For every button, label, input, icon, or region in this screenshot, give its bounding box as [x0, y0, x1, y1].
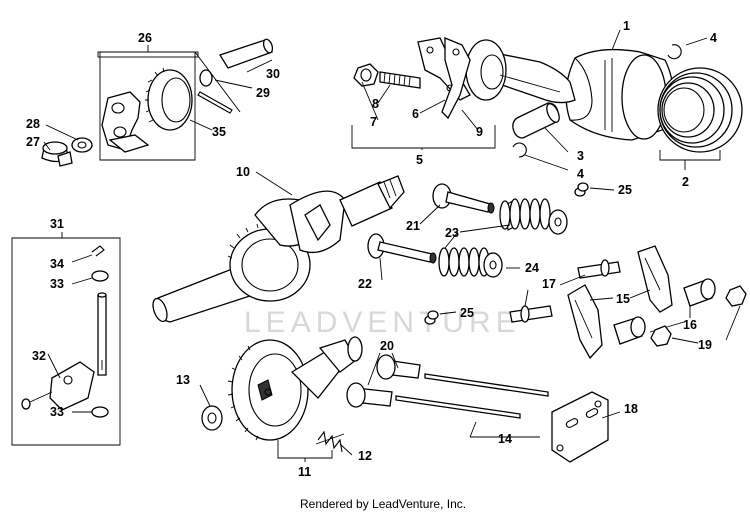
valve-spring-upper-drawing [499, 198, 568, 235]
callout-17: 17 [542, 277, 556, 291]
pushrod-lower-drawing [395, 395, 521, 419]
washer-29-drawing [199, 69, 213, 87]
breather-valve-drawing [91, 245, 105, 257]
seal-33-bottom-drawing [91, 406, 109, 418]
callout-34: 34 [50, 257, 64, 271]
decomp-spring-drawing [315, 430, 345, 453]
callout-32: 32 [32, 349, 46, 363]
callout-29: 29 [256, 86, 270, 100]
governor-flyweight-drawing [101, 91, 150, 153]
crankshaft-drawing [152, 175, 405, 323]
callout-22: 22 [358, 277, 372, 291]
callout-6: 6 [412, 107, 419, 121]
governor-pin-drawing [197, 91, 233, 114]
rocker-arm-lower-drawing [567, 284, 603, 360]
valve-keeper-lower-drawing [424, 310, 439, 325]
callout-24: 24 [525, 261, 539, 275]
callout-25-bottom: 25 [460, 306, 474, 320]
callout-31: 31 [50, 217, 64, 231]
exhaust-valve-drawing [432, 183, 495, 214]
rocker-arm-upper-drawing [637, 245, 673, 313]
governor-box-frame [99, 51, 196, 161]
bracket-5 [351, 125, 496, 149]
pushrod-upper-drawing [424, 373, 549, 397]
callout-19: 19 [698, 338, 712, 352]
camshaft-drawing [227, 336, 363, 441]
circlip-top-drawing [667, 44, 682, 60]
breather-box-frame [11, 237, 121, 446]
valve-spring-lower-drawing [438, 247, 503, 278]
callout-11: 11 [298, 465, 311, 479]
callout-15: 15 [616, 292, 630, 306]
lifter-lower-drawing [346, 382, 393, 408]
washer-28-drawing [71, 137, 93, 153]
adjuster-upper-drawing [683, 278, 716, 307]
governor-gear-drawing [145, 67, 193, 131]
washer-13-drawing [201, 405, 223, 431]
callout-2: 2 [682, 175, 689, 189]
rod-bolt-drawing [379, 71, 421, 89]
callout-30: 30 [266, 67, 280, 81]
callout-14: 14 [498, 432, 512, 446]
callout-33-bottom: 33 [50, 405, 64, 419]
circlip-bottom-drawing [512, 142, 527, 158]
callout-10: 10 [236, 165, 250, 179]
callout-8: 8 [372, 97, 379, 111]
callout-12: 12 [358, 449, 372, 463]
guide-plate-drawing [551, 391, 609, 463]
callout-7: 7 [370, 115, 377, 129]
rod-nut-drawing [353, 63, 379, 87]
adjuster-lower-drawing [613, 316, 646, 345]
callout-33-top: 33 [50, 277, 64, 291]
bracket-2 [659, 150, 721, 161]
callout-28: 28 [26, 117, 40, 131]
valve-keeper-upper-drawing [574, 182, 589, 197]
governor-shaft-drawing [219, 38, 274, 69]
callout-16: 16 [683, 318, 697, 332]
callout-3: 3 [577, 149, 584, 163]
connecting-rod-drawing [465, 39, 576, 104]
callout-25-top: 25 [618, 183, 632, 197]
callout-21: 21 [406, 219, 420, 233]
rocker-stud-lower-drawing [509, 305, 553, 323]
callout-27: 27 [26, 135, 40, 149]
callout-18: 18 [624, 402, 638, 416]
piston-drawing [565, 48, 674, 141]
piston-rings-drawing [657, 67, 743, 153]
footer-credit: Rendered by LeadVenture, Inc. [300, 497, 466, 511]
callout-23: 23 [445, 226, 459, 240]
intake-valve-drawing [367, 233, 437, 264]
callout-35: 35 [212, 125, 226, 139]
watermark-text: LEADVENTURE [244, 306, 521, 339]
callout-1: 1 [623, 19, 630, 33]
callout-5: 5 [416, 153, 423, 167]
breather-plate-drawing [21, 361, 95, 411]
callout-4-bottom: 4 [577, 167, 584, 181]
lifter-upper-drawing [376, 354, 421, 380]
callout-26: 26 [138, 31, 152, 45]
callout-20: 20 [380, 339, 394, 353]
oil-dipper-drawing [441, 37, 471, 120]
bracket-11 [277, 440, 333, 459]
locknut-lower-drawing [650, 325, 672, 347]
piston-pin-drawing [512, 102, 560, 139]
breather-rod-drawing [97, 292, 107, 376]
callout-4-top: 4 [710, 31, 717, 45]
callout-9: 9 [476, 125, 483, 139]
seal-33-top-drawing [91, 270, 109, 282]
rocker-stud-upper-drawing [577, 259, 621, 279]
locknut-upper-drawing [725, 285, 747, 307]
callout-13: 13 [176, 373, 190, 387]
